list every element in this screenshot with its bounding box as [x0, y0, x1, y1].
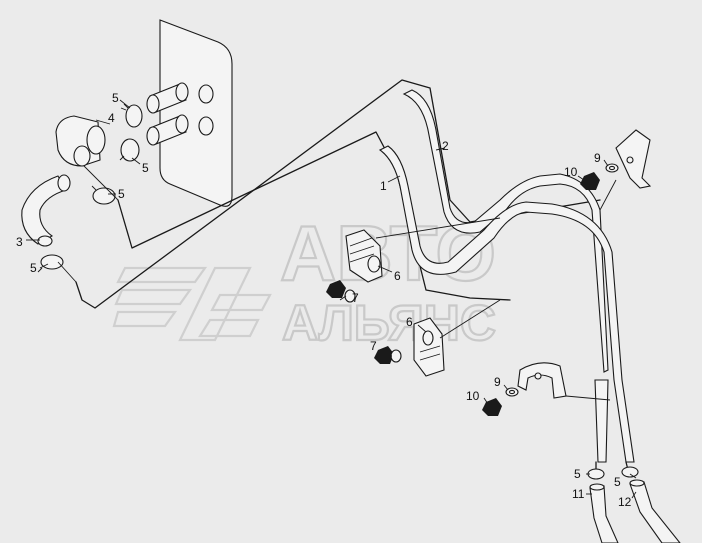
nut-upper [326, 280, 356, 303]
washer-upper-right [605, 163, 619, 173]
callout-4: 4 [108, 111, 115, 125]
hose-clamp-11 [587, 468, 605, 480]
callout-5-hose-12: 5 [614, 475, 621, 489]
callout-labels: 1 2 3 4 5 5 5 5 5 5 6 6 7 7 9 9 10 10 11… [16, 91, 632, 509]
pipe-clip-lower [413, 317, 445, 377]
callout-9-upper: 9 [594, 151, 601, 165]
watermark-text-bottom: АЛЬЯНС [282, 295, 496, 351]
hose-clamp-upper [120, 103, 143, 128]
callout-3: 3 [16, 235, 23, 249]
tube-1 [378, 145, 635, 463]
callout-5-hose-11: 5 [574, 467, 581, 481]
hose-12 [629, 479, 681, 543]
nut-lower [374, 346, 402, 364]
callout-5-elbow: 5 [118, 187, 125, 201]
callout-10-upper: 10 [564, 165, 578, 179]
nut-middle [482, 398, 502, 416]
washer-middle [505, 387, 519, 397]
plate-fitting-upper [146, 82, 189, 114]
callout-5-bottom-left: 5 [30, 261, 37, 275]
hose-11 [589, 483, 619, 543]
callout-9-middle: 9 [494, 375, 501, 389]
plate-fitting-lower [146, 114, 189, 146]
callout-6-upper: 6 [394, 269, 401, 283]
assembly-outline [75, 79, 601, 309]
callout-11: 11 [572, 487, 585, 501]
callout-6-lower: 6 [406, 315, 413, 329]
leader-lines [26, 99, 637, 499]
nut-upper-right [580, 172, 600, 190]
bracket-upper-right [615, 129, 652, 189]
callout-7-lower: 7 [370, 339, 377, 353]
callout-2: 2 [442, 139, 449, 153]
curved-hose [21, 174, 71, 247]
callout-1: 1 [380, 179, 387, 193]
callout-5-middle: 5 [142, 161, 149, 175]
elbow-fitting [55, 115, 106, 167]
hose-clamp-middle [119, 138, 140, 162]
watermark-logo [112, 266, 272, 342]
hose-clamp-12 [621, 466, 639, 478]
callout-12: 12 [618, 495, 632, 509]
bracket-middle [517, 362, 567, 399]
hose-clamp-bottom-left [37, 254, 64, 273]
callout-5-upper: 5 [112, 91, 119, 105]
hose-clamp-elbow [91, 185, 116, 205]
pipe-clip-upper [345, 229, 383, 283]
mounting-plate [159, 19, 233, 207]
callout-7-upper: 7 [352, 291, 359, 305]
tube-2 [402, 89, 609, 463]
callout-10-middle: 10 [466, 389, 480, 403]
